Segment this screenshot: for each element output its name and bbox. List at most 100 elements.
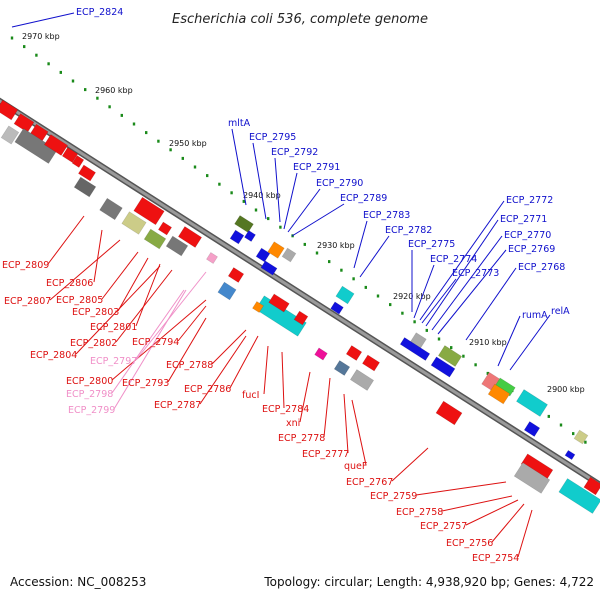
reverse-leader-line — [115, 269, 173, 343]
reverse-gene-label: ECP_2767 — [346, 477, 393, 488]
forward-gene-label: ECP_2774 — [430, 254, 477, 265]
scale-dot — [96, 96, 99, 100]
reverse-leader-line — [47, 215, 85, 265]
scale-tick-label: 2900 kbp — [547, 385, 585, 394]
scale-dot — [572, 432, 575, 436]
scale-dot — [450, 346, 453, 350]
scale-dot — [584, 440, 587, 444]
reverse-leader-line — [117, 257, 149, 312]
genome-backbone — [0, 97, 600, 489]
scale-dot — [230, 191, 233, 195]
reverse-leader-line — [135, 263, 161, 327]
reverse-leader-line — [323, 377, 331, 438]
reverse-gene-label: ECP_2758 — [396, 507, 443, 518]
scale-dot — [352, 277, 355, 281]
gene-feature-block — [255, 247, 271, 263]
scale-dot — [389, 303, 392, 307]
gene-feature-block — [430, 356, 456, 378]
gene-feature-block — [43, 134, 69, 156]
gene-feature-block — [361, 354, 381, 372]
pseudo-gene-label: ECP_2799 — [68, 405, 115, 416]
reverse-gene-label: ECP_2806 — [46, 278, 93, 289]
scale-dot — [242, 199, 245, 203]
scale-dot — [71, 79, 75, 83]
reverse-leader-line — [281, 351, 285, 409]
forward-gene-label: ECP_2773 — [452, 268, 499, 279]
gene-labels: ECP_2824mltAECP_2795ECP_2792ECP_2791ECP_… — [2, 7, 570, 564]
reverse-leader-line — [263, 345, 269, 395]
reverse-gene-label: ECP_2793 — [122, 378, 169, 389]
forward-gene-label: rumA — [522, 310, 548, 321]
reverse-leader-line — [517, 509, 533, 558]
reverse-leader-line — [101, 251, 139, 300]
gene-feature-block — [77, 164, 97, 182]
forward-gene-label: ECP_2768 — [518, 262, 565, 273]
gene-feature-block — [260, 260, 278, 276]
gene-feature-block — [523, 421, 541, 437]
reverse-gene-label: xni — [286, 418, 300, 429]
scale-dot — [267, 217, 270, 221]
reverse-gene-label: ECP_2803 — [72, 307, 119, 318]
scale-tick-label: 2960 kbp — [95, 86, 133, 95]
reverse-gene-label: ECP_2787 — [154, 400, 201, 411]
gene-feature-block — [61, 147, 79, 163]
pseudo-leader-line — [111, 289, 185, 394]
pseudo-leader-line — [135, 271, 207, 361]
gene-feature-block — [133, 196, 165, 226]
forward-gene-label: ECP_2783 — [363, 210, 410, 221]
scale-dot — [413, 320, 416, 324]
reverse-leader-line — [49, 239, 121, 301]
scale-dot — [157, 139, 160, 143]
gene-feature-block — [349, 369, 375, 391]
scale-dot — [401, 311, 404, 315]
reverse-gene-label: ECP_2756 — [446, 538, 493, 549]
forward-leader-line — [419, 200, 505, 321]
gene-feature-block — [558, 478, 600, 514]
scale-dot — [437, 337, 441, 341]
forward-gene-label: ECP_2775 — [408, 239, 455, 250]
forward-gene-label: ECP_2795 — [249, 132, 296, 143]
reverse-leader-line — [343, 393, 349, 454]
reverse-gene-label: ECP_2802 — [70, 338, 117, 349]
forward-gene-label: ECP_2772 — [506, 195, 553, 206]
forward-gene-label: ECP_2769 — [508, 244, 555, 255]
gene-feature-block — [487, 383, 511, 405]
reverse-leader-line — [415, 481, 507, 496]
gene-feature-block — [0, 99, 19, 121]
scale-dot — [84, 88, 87, 92]
reverse-leader-line — [111, 299, 207, 381]
scale-dot — [169, 148, 172, 152]
gene-feature-block — [513, 462, 551, 494]
scale-dot — [474, 363, 477, 367]
scale-dot — [181, 156, 184, 160]
forward-leader-line — [11, 12, 75, 28]
scale-dot — [193, 165, 197, 169]
forward-gene-label: ECP_2770 — [504, 230, 551, 241]
scale-dot — [547, 414, 550, 418]
forward-leader-line — [465, 267, 517, 341]
forward-leader-line — [425, 219, 499, 327]
scale-dot — [35, 53, 38, 57]
gene-feature-block — [244, 230, 256, 242]
map-title: Escherichia coli 536, complete genome — [172, 12, 428, 27]
accession-text: Accession: NC_008253 — [10, 575, 146, 589]
gene-feature-block — [177, 226, 203, 248]
reverse-leader-line — [391, 447, 429, 482]
scale-dot — [145, 131, 148, 135]
forward-leader-line — [283, 172, 298, 230]
scale-dot — [486, 371, 489, 375]
scale-tick-label: 2970 kbp — [22, 32, 60, 41]
gene-feature-block — [564, 449, 576, 461]
forward-leader-line — [252, 142, 267, 220]
gene-feature-block — [13, 113, 35, 133]
forward-leader-line — [291, 203, 345, 237]
gene-feature-block — [583, 476, 600, 496]
gene-feature-block — [73, 176, 97, 198]
gene-feature-block — [437, 345, 463, 367]
gene-feature-block — [229, 229, 245, 245]
scale-dot — [120, 113, 123, 117]
scale-dot — [108, 105, 111, 109]
reverse-gene-label: ECP_2784 — [262, 404, 309, 415]
scale-dot — [364, 285, 367, 289]
